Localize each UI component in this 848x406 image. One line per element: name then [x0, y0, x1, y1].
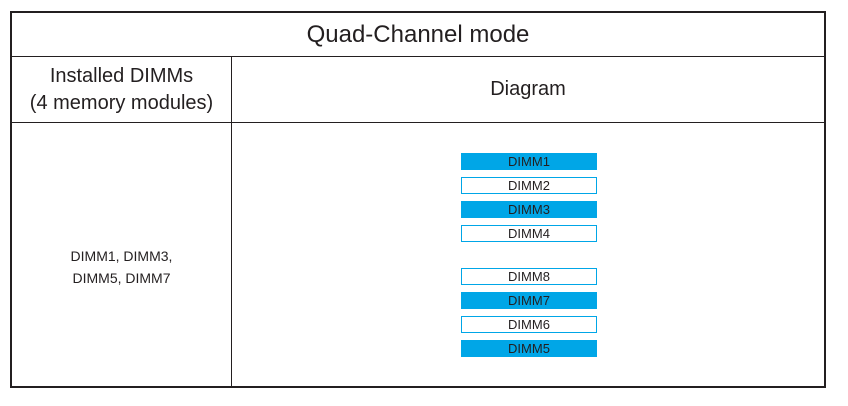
dimm-slot-label: DIMM8: [508, 269, 550, 284]
installed-dimms-header-line1: Installed DIMMs: [49, 64, 194, 87]
dimm-slot-6: DIMM6: [461, 316, 597, 333]
dimm-slot-5: DIMM5: [461, 340, 597, 357]
dimm-slot-4: DIMM4: [461, 225, 597, 242]
dimm-slot-7: DIMM7: [461, 292, 597, 309]
dimm-slot-label: DIMM2: [508, 178, 550, 193]
dimm-slot-3: DIMM3: [461, 201, 597, 218]
installed-dimms-line2: DIMM5, DIMM7: [72, 269, 171, 286]
dimm-slot-2: DIMM2: [461, 177, 597, 194]
dimm-slot-8: DIMM8: [461, 268, 597, 285]
quad-channel-table: Quad-Channel mode Installed DIMMs (4 mem…: [10, 11, 826, 388]
dimm-diagram: DIMM1 DIMM2 DIMM3 DIMM4 DIMM8 DIMM7 DIMM…: [232, 123, 824, 386]
dimm-slot-label: DIMM7: [508, 293, 550, 308]
dimm-slot-label: DIMM4: [508, 226, 550, 241]
dimm-slot-label: DIMM1: [508, 154, 550, 169]
installed-dimms-header-line2: (4 memory modules): [29, 91, 214, 114]
installed-dimms-cell: DIMM1, DIMM3, DIMM5, DIMM7: [12, 123, 232, 386]
dimm-slot-label: DIMM3: [508, 202, 550, 217]
dimm-slot-label: DIMM5: [508, 341, 550, 356]
diagram-header: Diagram: [232, 57, 824, 123]
table-title: Quad-Channel mode: [12, 13, 824, 57]
dimm-slot-label: DIMM6: [508, 317, 550, 332]
installed-dimms-line1: DIMM1, DIMM3,: [70, 247, 173, 264]
installed-dimms-header: Installed DIMMs (4 memory modules): [12, 57, 232, 123]
dimm-slot-1: DIMM1: [461, 153, 597, 170]
